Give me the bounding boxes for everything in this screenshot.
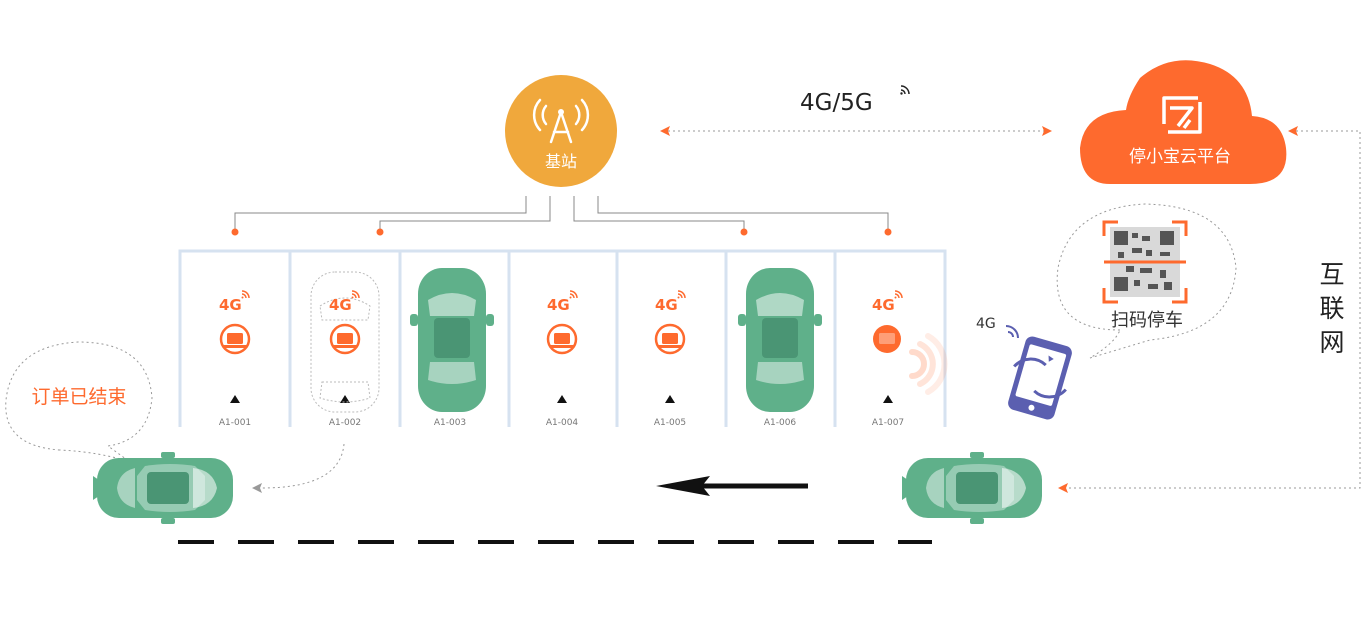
phone-signal-label: 4G <box>976 316 996 332</box>
signal-label: 4G/5G <box>800 90 873 116</box>
order-ended-label: 订单已结束 <box>31 386 127 408</box>
parked-car-a1-006 <box>738 268 822 412</box>
signal-waves <box>909 333 948 395</box>
direction-arrow <box>656 476 808 496</box>
qr-code-icon <box>1102 220 1188 304</box>
cloud-platform-label: 停小宝云平台 <box>1129 147 1231 167</box>
slot-id-label: A1-006 <box>763 418 797 428</box>
entering-car <box>902 452 1042 524</box>
internet-label: 互联网 <box>1319 260 1345 357</box>
slot-sensors <box>219 323 901 355</box>
leaving-car-outline <box>310 271 380 413</box>
slot-signal-label: 4G <box>219 296 242 314</box>
slot-id-label: A1-003 <box>433 418 467 428</box>
exiting-car <box>93 452 233 524</box>
slot-id-label: A1-005 <box>653 418 687 428</box>
signal-wifi-icon <box>900 85 910 95</box>
base-station-label: 基站 <box>544 152 577 171</box>
slot-markers <box>230 395 893 403</box>
internet-link <box>1058 126 1361 493</box>
base-connection-lines <box>234 196 889 232</box>
slot-id-label: A1-004 <box>545 418 579 428</box>
slot-signal-label: 4G <box>655 296 678 314</box>
connection-dots <box>231 228 892 236</box>
signal-link <box>660 126 1052 136</box>
scan-bubble <box>1056 203 1237 359</box>
base-station-icon <box>505 75 617 187</box>
slot-id-label: A1-002 <box>328 418 362 428</box>
slot-signal-label: 4G <box>329 296 352 314</box>
slot-signal-label: 4G <box>872 296 895 314</box>
parked-car-a1-003 <box>410 268 494 412</box>
exit-path <box>252 443 345 493</box>
phone-icon <box>1005 325 1072 420</box>
slot-id-label: A1-001 <box>218 418 252 428</box>
cloud-platform-icon <box>1080 60 1287 184</box>
parking-lot <box>178 249 947 427</box>
slot-signal-label: 4G <box>547 296 570 314</box>
slot-id-label: A1-007 <box>871 418 905 428</box>
scan-label: 扫码停车 <box>1111 310 1183 331</box>
